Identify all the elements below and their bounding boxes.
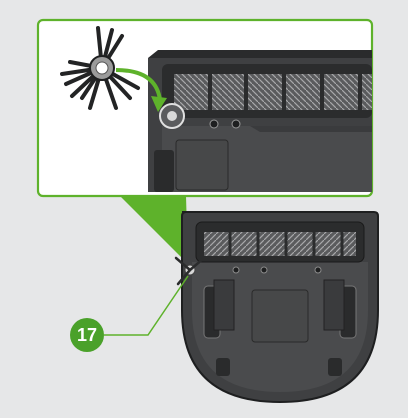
zoom-connector xyxy=(120,196,188,264)
callout-number: 17 xyxy=(76,325,98,345)
curved-arrow-icon xyxy=(115,68,162,101)
callout-badge xyxy=(70,318,104,352)
callout-leader-line xyxy=(104,275,189,336)
arrow-head xyxy=(151,96,167,112)
side-brush-icon xyxy=(60,26,140,110)
robot-vacuum-underside xyxy=(174,211,379,404)
zoom-detail-panel xyxy=(36,18,374,198)
